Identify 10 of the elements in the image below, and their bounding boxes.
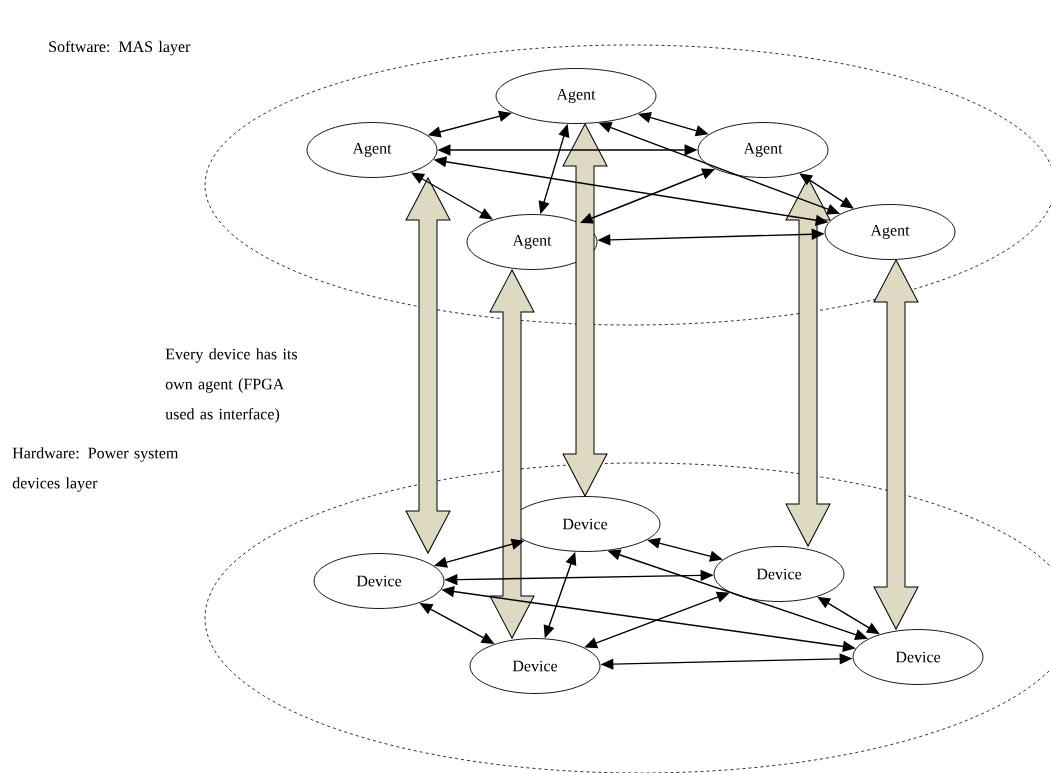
- note-text: Every device has its own agent (FPGA used as interface): [165, 348, 298, 423]
- double-arrow: [817, 596, 880, 635]
- block-arrow: [873, 259, 919, 630]
- block-arrow: [562, 123, 608, 497]
- block-arrow: [489, 269, 535, 639]
- layer-heading: Software: MAS layer: [49, 40, 191, 56]
- layer-heading: Hardware: Power system devices layer: [12, 447, 179, 492]
- block-arrow: [405, 177, 451, 554]
- double-arrow: [411, 172, 493, 220]
- double-arrow: [799, 173, 854, 209]
